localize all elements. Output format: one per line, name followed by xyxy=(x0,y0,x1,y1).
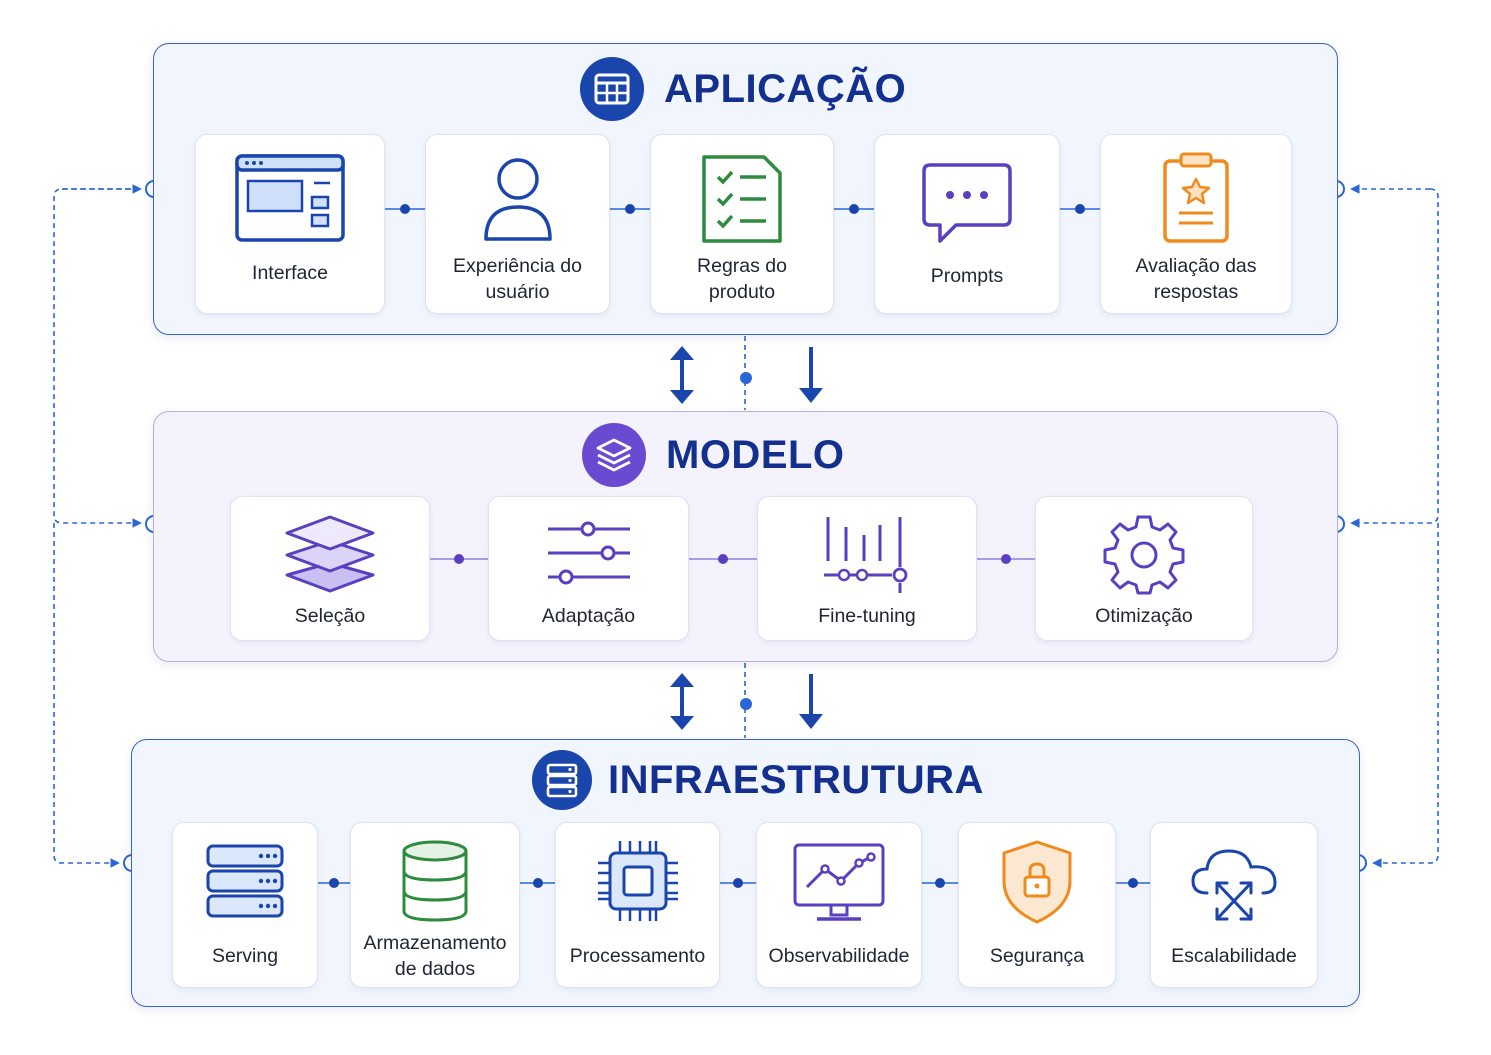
browser-window-icon xyxy=(196,153,384,245)
component-label: Segurança xyxy=(989,945,1085,967)
component-label: Otimização xyxy=(1095,605,1193,627)
application-title-text: APLICAÇÃO xyxy=(664,66,907,111)
checklist-icon xyxy=(651,153,833,245)
component-selection[interactable]: Seleção xyxy=(230,496,430,641)
component-security[interactable]: Segurança xyxy=(958,822,1116,988)
component-label: Prompts xyxy=(930,265,1004,287)
layers-icon xyxy=(582,423,646,487)
component-adaptation[interactable]: Adaptação xyxy=(488,496,689,641)
grid-window-icon xyxy=(580,57,644,121)
right-feedback-line-bottom xyxy=(1372,523,1439,868)
model-title: MODELO xyxy=(582,423,845,487)
database-icon xyxy=(351,839,519,923)
down-arrow-upper xyxy=(799,347,823,403)
stacked-layers-icon xyxy=(231,513,429,595)
component-label: Seleção xyxy=(294,605,366,627)
component-label: Serving xyxy=(211,945,279,967)
application-title: APLICAÇÃO xyxy=(580,57,906,121)
center-dot-upper xyxy=(740,372,752,384)
user-icon xyxy=(426,153,609,243)
component-processing[interactable]: Processamento xyxy=(555,822,720,988)
cpu-chip-icon xyxy=(556,839,719,923)
infrastructure-title-text: INFRAESTRUTURA xyxy=(608,757,984,802)
infrastructure-title: INFRAESTRUTURA xyxy=(532,750,984,810)
center-dot-lower xyxy=(740,698,752,710)
bidirectional-arrow-lower xyxy=(670,673,694,730)
component-observability[interactable]: Observabilidade xyxy=(756,822,922,988)
monitor-chart-icon xyxy=(757,841,921,925)
component-label: Observabilidade xyxy=(768,945,910,967)
component-fine-tuning[interactable]: Fine-tuning xyxy=(757,496,977,641)
chat-bubble-icon xyxy=(875,161,1059,245)
left-feedback-line-top xyxy=(53,188,142,528)
component-label: Adaptação xyxy=(541,605,636,627)
sliders-icon xyxy=(489,519,688,587)
right-feedback-line-top xyxy=(1350,188,1439,528)
gear-icon xyxy=(1036,513,1252,595)
component-serving[interactable]: Serving xyxy=(172,822,318,988)
component-optimization[interactable]: Otimização xyxy=(1035,496,1253,641)
component-scalability[interactable]: Escalabilidade xyxy=(1150,822,1318,988)
component-label: Fine-tuning xyxy=(818,605,916,627)
down-arrow-lower xyxy=(799,674,823,729)
bidirectional-arrow-upper xyxy=(670,346,694,404)
cloud-scale-icon xyxy=(1151,843,1317,927)
left-feedback-line-bottom xyxy=(53,522,120,868)
component-prompts[interactable]: Prompts xyxy=(874,134,1060,314)
server-icon xyxy=(532,750,592,810)
component-label: Escalabilidade xyxy=(1171,945,1297,967)
server-rack-icon xyxy=(173,843,317,919)
component-interface[interactable]: Interface xyxy=(195,134,385,314)
component-label: Interface xyxy=(252,262,328,284)
equalizer-icon xyxy=(758,513,976,595)
shield-lock-icon xyxy=(959,839,1115,925)
model-title-text: MODELO xyxy=(666,432,845,477)
clipboard-star-icon xyxy=(1101,151,1291,245)
component-label: Processamento xyxy=(569,945,706,967)
